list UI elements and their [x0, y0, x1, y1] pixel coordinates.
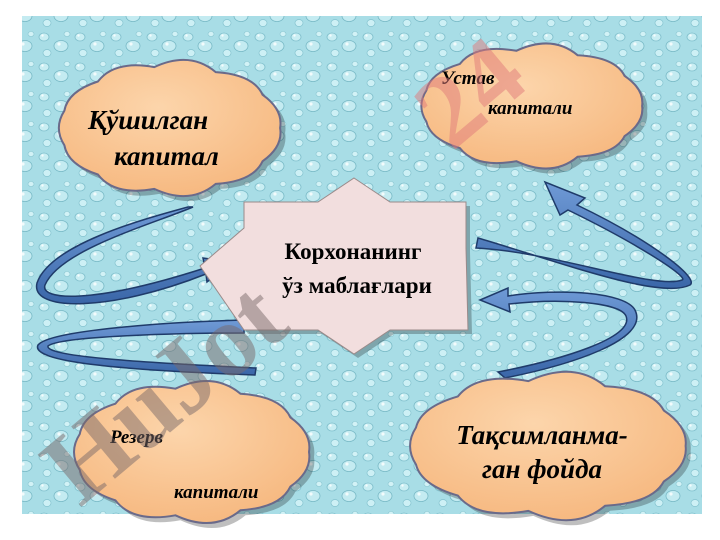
arrows-group: [35, 180, 693, 379]
center-star-shape: [199, 177, 469, 355]
cloud-bottom-left-line1: Резерв: [109, 427, 163, 448]
arrow-bottom-right-to-center: [478, 286, 638, 379]
cloud-bottom-right-line2: ган фойда: [482, 454, 602, 484]
center-label-line2: ўз маблағлари: [282, 273, 432, 298]
arrow-top-left-to-center: [35, 206, 234, 305]
cloud-top-right-line1: Устав: [441, 68, 495, 89]
cloud-bottom-left-shape: [73, 379, 311, 525]
cloud-top-left-line2: капитал: [114, 141, 219, 171]
arrow-center-to-bottom-left: [36, 319, 257, 376]
arrow-center-to-top-right: [475, 180, 693, 290]
center-label-line1: Корхонанинг: [285, 239, 422, 264]
cloud-top-left: Қўшилган капитал: [57, 58, 286, 202]
cloud-bottom-right: Тақсимланма- ган фойда: [409, 370, 691, 526]
cloud-top-right-line2: капитали: [488, 98, 572, 119]
cloud-bottom-right-line1: Тақсимланма-: [456, 420, 628, 450]
cloud-bottom-right-shape: [409, 370, 687, 522]
cloud-top-right: Устав капитали: [420, 42, 648, 174]
cloud-bottom-left-line2: капитали: [174, 482, 258, 503]
cloud-bottom-left: Резерв капитали: [73, 379, 315, 529]
cloud-top-left-line1: Қўшилган: [87, 105, 208, 135]
cloud-top-left-shape: [57, 58, 282, 198]
clouds-group: Қўшилган капитал Устав капитали Резерв к…: [57, 42, 691, 529]
center-star: Корхонанинг ўз маблағлари: [199, 177, 472, 358]
cloud-top-right-shape: [420, 42, 644, 170]
